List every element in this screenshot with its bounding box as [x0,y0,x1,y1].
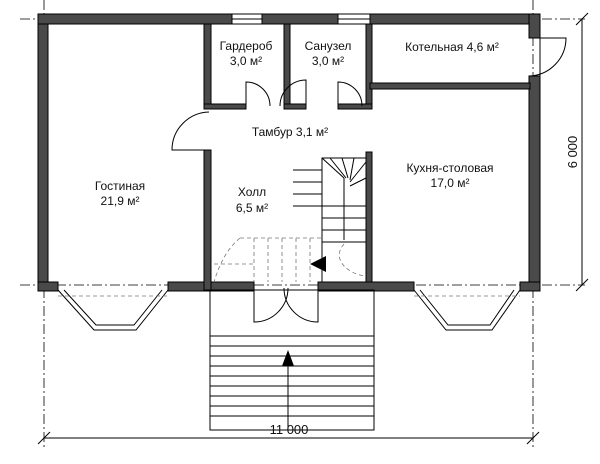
bay-windows [57,289,521,331]
room-area-gostinaya: 21,9 м² [101,194,140,208]
room-name-gostinaya: Гостиная [95,179,145,193]
room-label-kotelnaya: Котельная 4,6 м² [405,40,499,54]
room-name-kuhnya: Кухня-столовая [406,161,493,175]
room-name-holl: Холл [238,185,266,199]
dimension-width: 11 000 [270,422,309,437]
axis-lines [20,0,585,450]
room-name-sanuzel: Санузел [305,39,352,53]
room-name-garderob: Гардероб [220,39,273,53]
doors [171,37,567,323]
staircase [213,157,367,283]
dimension-lines [37,12,589,445]
windows-top [231,13,371,25]
exterior-walls [37,13,541,292]
room-area-holl: 6,5 м² [236,201,268,215]
room-area-sanuzel: 3,0 м² [312,54,344,68]
room-area-garderob: 3,0 м² [230,54,262,68]
dimension-height: 6 000 [565,136,580,169]
porch [209,289,375,431]
room-label-tambur: Тамбур 3,1 м² [252,125,328,139]
room-area-kuhnya: 17,0 м² [431,176,470,190]
